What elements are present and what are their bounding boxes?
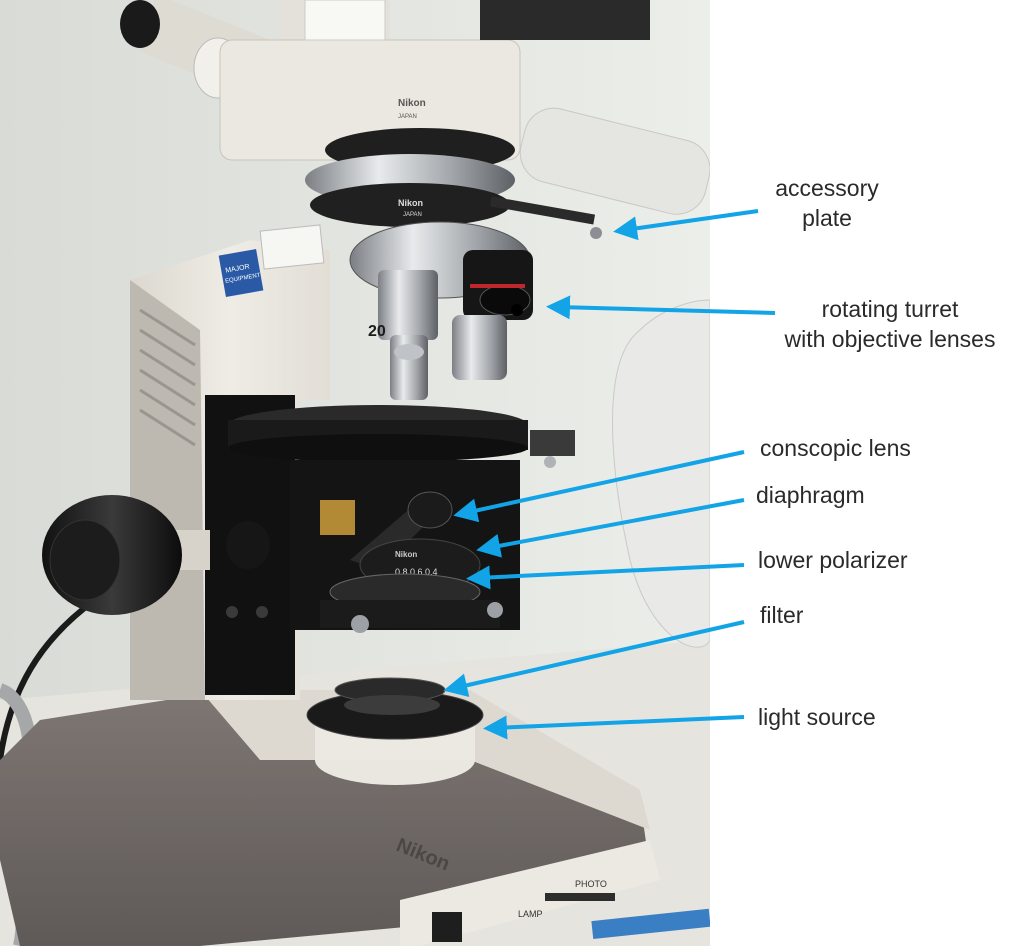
label-lower-polarizer: lower polarizer: [758, 547, 908, 573]
head-label: [304, 0, 386, 41]
condenser-scale: 0.8 0.6 0.4: [395, 567, 438, 577]
white-sticker: [259, 224, 325, 270]
stage-rim: [228, 434, 528, 462]
ring-brand-text: Nikon: [398, 198, 423, 208]
lamp-slider: [545, 893, 615, 901]
head-brand-text: Nikon: [398, 98, 426, 109]
lamp-text: LAMP: [518, 909, 543, 919]
label-accessory-plate-line-2: plate: [802, 205, 852, 231]
label-rotating-turret-line-2: with objective lenses: [784, 326, 996, 352]
wall-pipe: [519, 107, 710, 215]
label-accessory-plate: accessory plate: [752, 173, 902, 233]
analyzer-ring-lower: [310, 183, 510, 227]
filter-holder: [320, 600, 500, 628]
label-filter: filter: [760, 602, 804, 628]
equipment-sticker: MAJOR EQUIPMENT: [218, 249, 264, 297]
condenser-brand: Nikon: [395, 550, 417, 559]
base-switch: [432, 912, 462, 942]
label-accessory-plate-line-1: accessory: [775, 175, 879, 201]
vent-lines: [139, 308, 196, 447]
objective-lens: [378, 270, 438, 340]
light-source-lens: [344, 695, 440, 715]
accessory-slot-bar: [489, 196, 596, 225]
ring-japan-text: JAPAN: [403, 212, 422, 218]
focus-knob-cap: [49, 519, 121, 601]
objective-lens-3: [452, 315, 507, 380]
label-light-source: light source: [758, 704, 876, 730]
camera-port: [480, 0, 650, 40]
side-screw: [226, 606, 238, 618]
substage-knob: [487, 602, 503, 618]
base-front-panel: [400, 840, 660, 946]
brass-part: [320, 500, 355, 535]
side-screw: [256, 606, 268, 618]
substage-knob: [351, 615, 369, 633]
objective-lens-aperture: [511, 304, 523, 316]
fine-knob: [226, 521, 270, 569]
sticker-line-1: MAJOR: [225, 263, 250, 274]
label-rotating-turret-line-1: rotating turret: [821, 296, 959, 322]
label-diaphragm: diaphragm: [756, 482, 865, 508]
blue-tape: [591, 908, 710, 940]
power-cable: [0, 597, 97, 761]
objective-lens-end: [394, 344, 424, 360]
eyepiece: [120, 0, 160, 48]
microscope-photo: Nikon LAMP PHOTO MAJOR EQUIPMENT Nikon J…: [0, 0, 710, 946]
label-conscopic-lens: conscopic lens: [760, 435, 911, 461]
head-japan-text: JAPAN: [398, 114, 417, 120]
objective-mark: 20: [368, 323, 386, 340]
stage-clip: [530, 430, 575, 456]
stage-clip-knob: [544, 456, 556, 468]
accessory-slot-knob: [590, 227, 602, 239]
objective-red-ring: [470, 284, 525, 288]
photo-text: PHOTO: [575, 879, 607, 889]
label-rotating-turret: rotating turret with objective lenses: [758, 294, 1022, 354]
conscopic-lens: [407, 491, 453, 529]
